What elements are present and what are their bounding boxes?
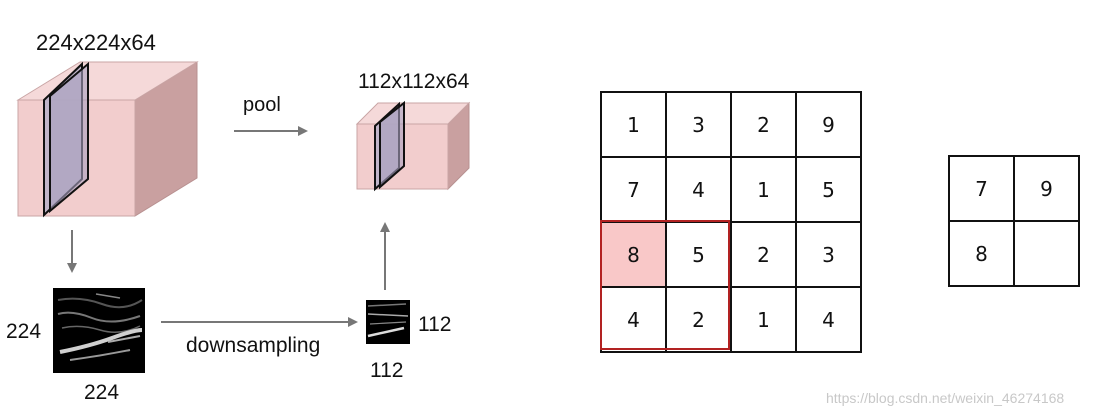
output-size-label: 112x112x64 <box>358 70 470 93</box>
pool-label: pool <box>243 94 281 116</box>
depth-slice-large <box>43 61 89 218</box>
slice-height-label: 224 <box>6 320 42 343</box>
up-arrow <box>380 222 390 290</box>
input-cell: 1 <box>732 158 797 223</box>
input-cell: 1 <box>602 93 667 158</box>
input-cell: 5 <box>797 158 862 223</box>
output-cell-empty <box>1015 222 1080 287</box>
downsampling-arrow <box>161 317 358 327</box>
output-cell: 9 <box>1015 157 1080 222</box>
slice-width-label: 224 <box>84 381 120 404</box>
feature-map-large <box>53 288 145 373</box>
input-cell: 7 <box>602 158 667 223</box>
feature-map-small <box>366 300 410 344</box>
output-matrix: 7 9 8 <box>948 155 1080 287</box>
input-cell: 2 <box>732 223 797 288</box>
output-cell: 7 <box>950 157 1015 222</box>
output-volume-cube <box>355 101 471 191</box>
input-cell: 1 <box>732 288 797 353</box>
input-cell: 2 <box>732 93 797 158</box>
input-cell: 4 <box>667 158 732 223</box>
watermark-text: https://blog.csdn.net/weixin_46274168 <box>826 390 1065 406</box>
output-cell: 8 <box>950 222 1015 287</box>
input-cell: 9 <box>797 93 862 158</box>
input-cell-highlighted: 8 <box>602 223 667 288</box>
depth-slice-small <box>374 100 405 192</box>
input-size-label: 224x224x64 <box>36 30 156 55</box>
down-arrow <box>67 230 77 273</box>
input-cell: 2 <box>667 288 732 353</box>
small-width-label: 112 <box>370 359 404 382</box>
pooling-window-highlight <box>600 220 730 350</box>
input-matrix: 1 3 2 9 7 4 1 5 8 5 2 3 4 2 1 4 <box>600 91 862 353</box>
input-cell: 3 <box>797 223 862 288</box>
input-cell: 4 <box>602 288 667 353</box>
pool-arrow <box>234 126 308 136</box>
input-cell: 4 <box>797 288 862 353</box>
small-height-label: 112 <box>418 313 452 336</box>
input-cell: 3 <box>667 93 732 158</box>
downsampling-label: downsampling <box>186 334 321 357</box>
input-cell: 5 <box>667 223 732 288</box>
